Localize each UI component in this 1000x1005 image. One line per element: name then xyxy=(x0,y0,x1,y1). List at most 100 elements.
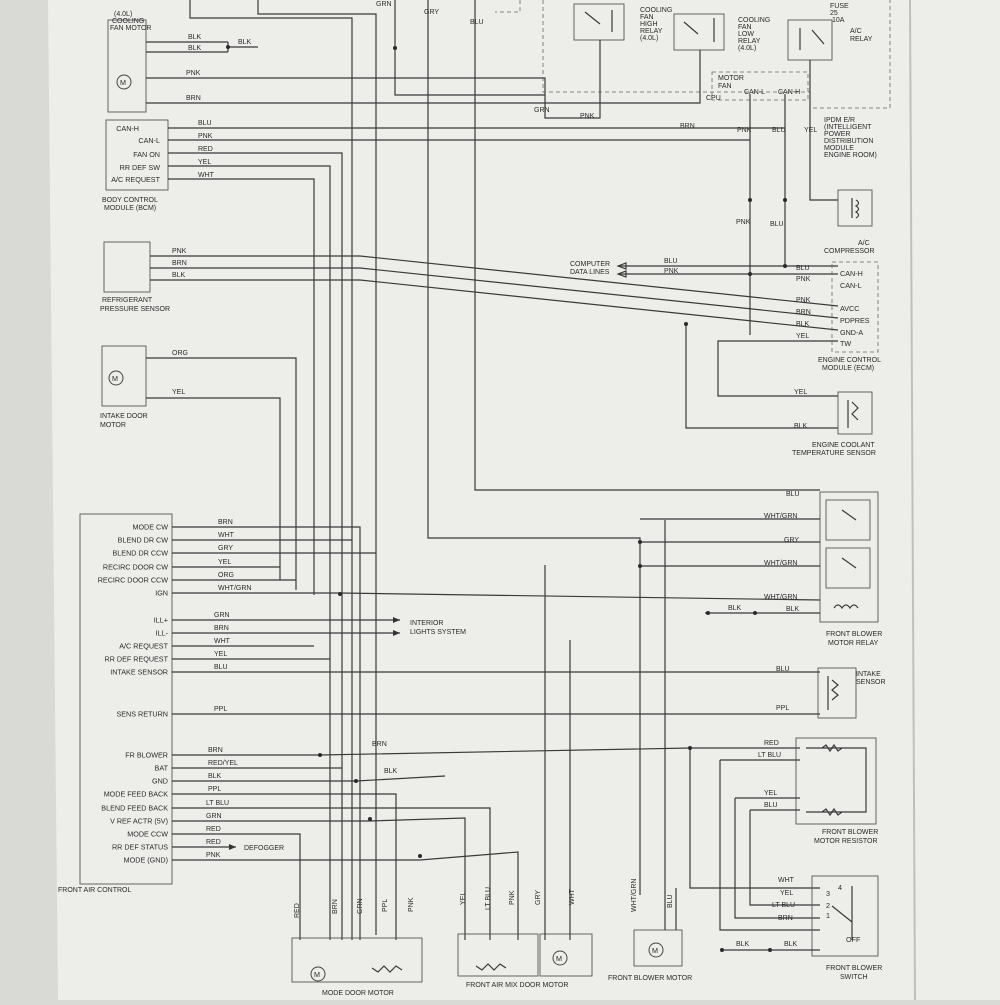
wire-label: RELAY xyxy=(850,36,873,43)
front-air-control-pin: MODE FEED BACK xyxy=(104,790,169,799)
front-air-control-wires: BRN WHT GRY YEL ORG WHT/GRN GRN BRN INTE… xyxy=(172,519,821,940)
wire-label: PPL xyxy=(214,706,227,713)
front-air-control-pin: IGN xyxy=(155,589,168,598)
wire-label: FRONT AIR MIX DOOR MOTOR xyxy=(466,982,568,989)
wire-label: PNK xyxy=(206,852,221,859)
wire-label: GRN xyxy=(214,612,230,619)
wire-label: BLK xyxy=(794,423,808,430)
wire-label: IPDM E/R xyxy=(824,117,855,124)
wire-label: YEL xyxy=(172,389,185,396)
wire-label: BRN xyxy=(172,260,187,267)
wire-label: RED xyxy=(294,903,301,918)
wire-label: CAN-L xyxy=(744,89,765,96)
front-air-control-pin: V REF ACTR (5V) xyxy=(110,817,168,826)
wire-label: MODE DOOR MOTOR xyxy=(322,990,394,997)
wire-label: (INTELLIGENT xyxy=(824,124,872,131)
front-air-control-pin: SENS RETURN xyxy=(116,710,168,719)
wire-label: MOTOR xyxy=(100,422,126,429)
wire-label: FAN MOTOR xyxy=(110,25,151,32)
wire-label: COOLING xyxy=(640,7,672,14)
wire-label: (4.0L) xyxy=(640,35,658,42)
wire-label: MOTOR xyxy=(718,75,744,82)
wire-label: REFRIGERANT xyxy=(102,297,153,304)
front-air-control-pin: BLEND DR CW xyxy=(118,536,169,545)
wire-label: FRONT AIR CONTROL xyxy=(58,887,131,894)
wire-label: LT BLU xyxy=(758,752,781,759)
wire-label: GRY xyxy=(424,9,439,16)
wire-label: LOW xyxy=(738,31,754,38)
wire-label: WHT/GRN xyxy=(764,594,797,601)
wire-label: MODULE (ECM) xyxy=(822,365,874,372)
wire-label: WHT xyxy=(569,888,576,905)
engine-control-module: CAN-H CAN-L AVCC PDPRES GND-A TW ENGINE … xyxy=(684,261,881,429)
wire-label: POWER xyxy=(824,131,850,138)
bottom-wire-labels: RED BRN GRN PPL PNK YEL LT BLU PNK GRY W… xyxy=(294,520,677,940)
wire-label: DEFOGGER xyxy=(244,845,284,852)
wire-label: BLK xyxy=(208,773,222,780)
cooling-fan-motor: M (4.0L) COOLING FAN MOTOR xyxy=(107,11,151,113)
front-air-control-pin: MODE CW xyxy=(132,523,168,532)
wire-label: PPL xyxy=(382,899,389,912)
wire-label: RED xyxy=(764,740,779,747)
wire-label: YEL xyxy=(780,890,793,897)
front-air-control-pin: BAT xyxy=(155,764,169,773)
wire-label: M xyxy=(556,954,562,963)
wire-label: CAN-H xyxy=(116,124,139,133)
wire-label: GRN xyxy=(206,813,222,820)
wire-label: CAN-L xyxy=(840,281,862,290)
wire-label: FRONT BLOWER xyxy=(826,631,882,638)
wire-label: BRN xyxy=(372,741,387,748)
wire-label: BLK xyxy=(384,768,398,775)
front-air-control-pin: MODE CCW xyxy=(127,830,168,839)
wire-label: YEL xyxy=(218,559,231,566)
wire-label: BLK xyxy=(796,321,810,328)
wire-label: MODULE xyxy=(824,145,854,152)
front-air-control-pin: RECIRC DOOR CCW xyxy=(98,576,168,585)
wire-label: PNK xyxy=(580,113,595,120)
wire-label: SWITCH xyxy=(840,974,868,981)
front-air-control-pin: A/C REQUEST xyxy=(119,642,168,651)
wire-label: FAN xyxy=(640,14,654,21)
wire-label: INTAKE xyxy=(856,671,881,678)
wire-label: M xyxy=(652,946,658,955)
wire-label: CPU xyxy=(706,95,721,102)
wire-label: BLU xyxy=(786,491,800,498)
wire-label: GRY xyxy=(218,545,233,552)
intake-door-motor: M INTAKE DOOR MOTOR ORG YEL xyxy=(100,345,297,590)
wire-label: PNK xyxy=(186,70,201,77)
wire-label: WHT/GRN xyxy=(631,879,638,912)
computer-data-lines: COMPUTER DATA LINES BLU PNK BLU PNK xyxy=(570,258,838,283)
wire-label: WHT xyxy=(778,877,795,884)
wire-label: YEL xyxy=(214,651,227,658)
wire-label: FRONT BLOWER xyxy=(826,965,882,972)
front-air-mix-door-motor: M FRONT AIR MIX DOOR MOTOR xyxy=(457,933,593,989)
front-air-control-pin: BLEND FEED BACK xyxy=(101,804,168,813)
wire-label: BRN xyxy=(332,899,339,914)
wire-label: TEMPERATURE SENSOR xyxy=(792,450,876,457)
top-vertical-wires: GRN GRY BLU xyxy=(189,0,820,940)
wire-label: YEL xyxy=(794,389,807,396)
wire-label: BLU xyxy=(664,258,678,265)
wire-label: PNK xyxy=(737,127,752,134)
wire-label: 10A xyxy=(832,17,845,24)
wire-label: RELAY xyxy=(738,38,761,45)
wire-label: YEL xyxy=(460,892,467,905)
bcm-wires: BLU PNK RED YEL WHT xyxy=(168,120,785,940)
wire-label: CAN-L xyxy=(138,136,160,145)
wire-label: PNK xyxy=(736,219,751,226)
wire-label: BLU xyxy=(796,265,810,272)
wire-label: RED/YEL xyxy=(208,760,238,767)
wire-label: WHT/GRN xyxy=(218,585,251,592)
wire-label: LT BLU xyxy=(772,902,795,909)
wire-label: BLK xyxy=(172,272,186,279)
wire-label: OFF xyxy=(846,935,861,944)
wire-label: FAN xyxy=(738,24,752,31)
wire-label: 4 xyxy=(838,883,842,892)
wire-label: COOLING xyxy=(738,17,770,24)
wire-label: COMPRESSOR xyxy=(824,248,875,255)
wire-label: 25 xyxy=(830,10,838,17)
front-air-control-pin: GND xyxy=(152,777,168,786)
wire-label: HIGH xyxy=(640,21,658,28)
wire-label: RR DEF SW xyxy=(120,163,161,172)
